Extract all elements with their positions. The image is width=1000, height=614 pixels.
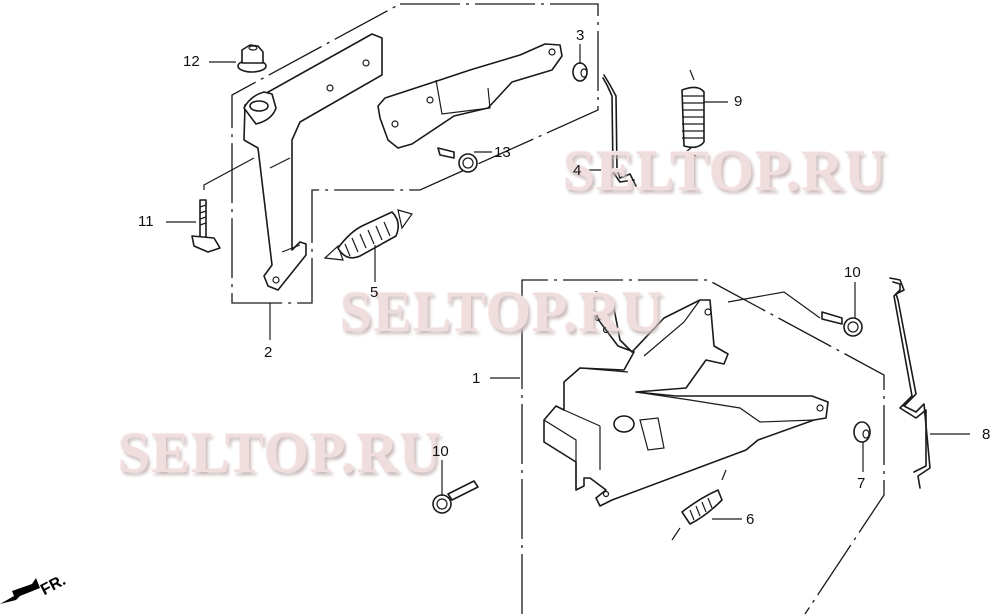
- part-11-bolt: [191, 157, 255, 253]
- group-outline-1: [521, 279, 885, 614]
- part-6-spring: [671, 469, 727, 541]
- part-9-spring: [681, 69, 705, 157]
- callout-4: 4: [573, 162, 582, 179]
- group-outline-2: [231, 3, 599, 304]
- callout-5: 5: [370, 284, 379, 301]
- part-10-bolt-left: [432, 480, 479, 514]
- part-arm-upper: [377, 43, 563, 149]
- callout-8: 8: [982, 426, 991, 443]
- part-2-bracket: [243, 33, 383, 291]
- part-13-bolt: [437, 147, 478, 173]
- part-10-bolt-right: [821, 311, 863, 337]
- callout-3: 3: [576, 27, 585, 44]
- callout-9: 9: [734, 93, 743, 110]
- part-12-nut: [237, 44, 267, 73]
- part-4-rod: [603, 74, 637, 187]
- part-3-grommet: [572, 62, 588, 82]
- callout-13: 13: [494, 144, 511, 161]
- callout-6: 6: [746, 511, 755, 528]
- callout-12: 12: [183, 53, 200, 70]
- part-8-rod: [889, 277, 931, 489]
- callout-2: 2: [264, 344, 273, 361]
- callout-1: 1: [472, 370, 481, 387]
- front-arrow-icon: [0, 578, 40, 604]
- callout-7: 7: [857, 475, 866, 492]
- callout-11: 11: [138, 213, 154, 230]
- part-1-control-assembly: [543, 291, 829, 507]
- part-5-spring: [323, 209, 413, 280]
- part-7-grommet: [853, 421, 871, 443]
- callout-10-right: 10: [844, 264, 861, 281]
- callout-10-left: 10: [432, 443, 449, 460]
